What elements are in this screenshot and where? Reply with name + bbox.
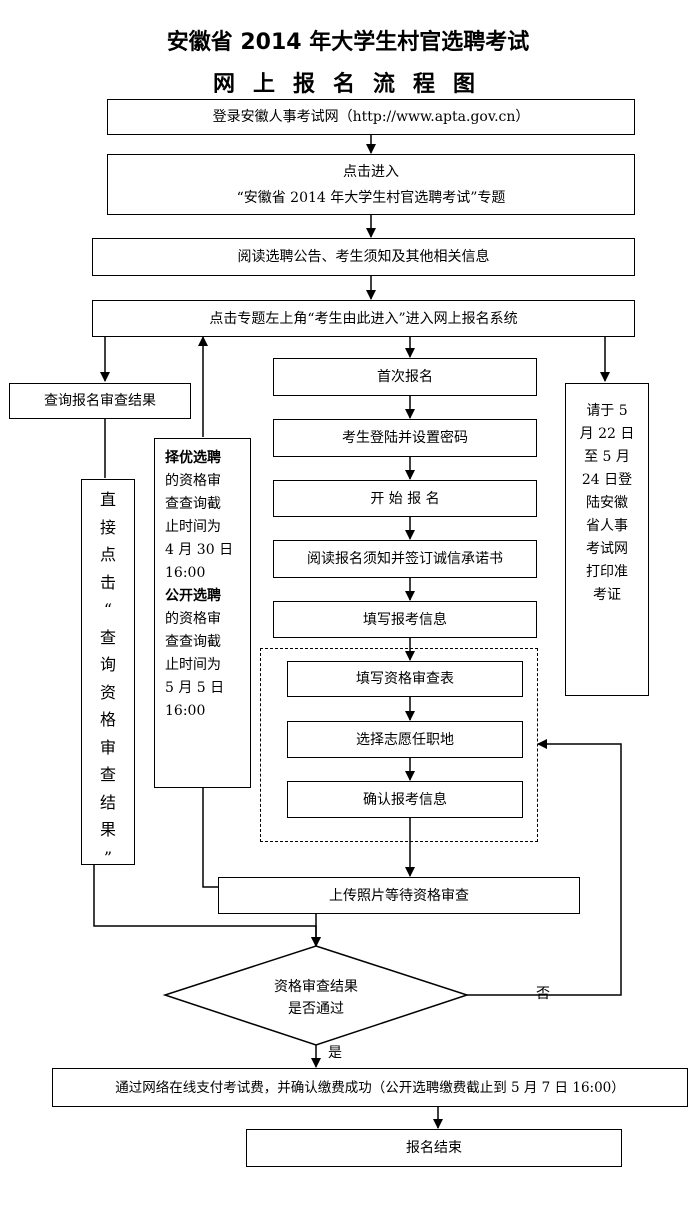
deadline-note-box: 择优选聘 的资格审 查查询截 止时间为 4 月 30 日 16:00 公开选聘 … — [154, 438, 251, 788]
deadline-note-line: 16:00 — [165, 565, 206, 581]
print-note-line: 陆安徽 — [586, 495, 628, 511]
step-choose-place-text: 选择志愿任职地 — [356, 731, 454, 748]
print-ticket-note: 请于 5 月 22 日 至 5 月 24 日登 陆安徽 省人事 考试网 打印准 … — [565, 383, 649, 696]
step-confirm-info: 确认报考信息 — [287, 781, 523, 818]
query-result-box: 查询报名审查结果 — [9, 383, 191, 419]
step-upload-photo-text: 上传照片等待资格审查 — [329, 887, 469, 904]
deadline-note-line: 的资格审 — [165, 611, 221, 627]
step-fill-form-text: 填写资格审查表 — [356, 671, 454, 687]
step-login: 登录安徽人事考试网（http://www.apta.gov.cn） — [107, 99, 635, 135]
step-click-enter: 点击进入 “安徽省 2014 年大学生村官选聘考试”专题 — [107, 154, 635, 215]
direct-click-char: 资 — [99, 682, 116, 702]
decision-text: 资格审查结果 是否通过 — [236, 976, 396, 1020]
title-line-2: 网上报名流程图 — [212, 72, 493, 97]
step-fill-info: 填写报考信息 — [273, 601, 537, 638]
step-first-register-text: 首次报名 — [377, 369, 433, 385]
direct-click-char: 点 — [99, 545, 116, 564]
step-pay: 通过网络在线支付考试费，并确认缴费成功（公开选聘缴费截止到 5 月 7 日 16… — [52, 1068, 688, 1107]
deadline-note-line: 的资格审 — [165, 473, 221, 489]
print-note-line: 月 22 日 — [579, 426, 635, 442]
direct-click-char: ” — [103, 847, 113, 867]
direct-click-char: 审 — [99, 737, 116, 757]
direct-click-char: “ — [103, 600, 113, 619]
step-confirm-info-text: 确认报考信息 — [363, 791, 447, 808]
print-note-line: 省人事 — [586, 518, 628, 534]
title-line-1: 安徽省 2014 年大学生村官选聘考试 — [166, 30, 530, 55]
step-enter-system-text: 点击专题左上角“考生由此进入”进入网上报名系统 — [209, 310, 518, 327]
direct-click-char: 直 — [99, 490, 116, 509]
deadline-note-line: 止时间为 — [165, 657, 221, 673]
deadline-note-heading-a: 择优选聘 — [165, 450, 221, 466]
deadline-note-line: 5 月 5 日 — [165, 680, 225, 696]
print-note-line: 考证 — [593, 587, 621, 603]
deadline-note-line: 4 月 30 日 — [165, 542, 234, 558]
step-read-notice-text: 阅读选聘公告、考生须知及其他相关信息 — [237, 249, 490, 265]
deadline-note-line: 16:00 — [165, 703, 206, 719]
step-start-register: 开 始 报 名 — [273, 480, 537, 517]
direct-click-char: 接 — [99, 517, 116, 537]
step-end-text: 报名结束 — [406, 1140, 462, 1156]
deadline-note-line: 止时间为 — [165, 519, 221, 535]
direct-click-char: 查 — [99, 765, 116, 784]
decision-line-1: 资格审查结果 — [274, 979, 358, 995]
step-login-password-text: 考生登陆并设置密码 — [342, 430, 468, 446]
query-result-text: 查询报名审查结果 — [44, 393, 156, 409]
print-note-line: 请于 5 — [586, 403, 628, 419]
step-read-sign: 阅读报名须知并签订诚信承诺书 — [273, 540, 537, 578]
step-start-register-text: 开 始 报 名 — [370, 490, 440, 507]
direct-click-char: 果 — [99, 820, 116, 839]
decision-diamond — [162, 945, 470, 1046]
print-note-line: 打印准 — [586, 564, 628, 580]
step-read-sign-text: 阅读报名须知并签订诚信承诺书 — [307, 551, 503, 567]
info-group-dashed — [260, 648, 538, 842]
arrow-no-branch — [467, 739, 622, 996]
print-note-line: 考试网 — [586, 541, 628, 557]
direct-click-box: 直 接 点 击 “ 查 询 资 格 审 查 结 果 ” — [81, 479, 135, 867]
step-fill-info-text: 填写报考信息 — [363, 611, 447, 628]
step-login-password: 考生登陆并设置密码 — [273, 419, 537, 457]
step-end: 报名结束 — [246, 1129, 622, 1167]
label-no: 否 — [536, 986, 550, 1002]
step-enter-system: 点击专题左上角“考生由此进入”进入网上报名系统 — [92, 300, 635, 337]
direct-click-char: 击 — [99, 572, 116, 592]
step-first-register: 首次报名 — [273, 358, 537, 396]
step-login-text: 登录安徽人事考试网（http://www.apta.gov.cn） — [212, 109, 530, 125]
deadline-note-line: 查查询截 — [165, 496, 221, 512]
direct-click-char: 结 — [99, 792, 116, 812]
direct-click-char: 询 — [99, 655, 116, 674]
step-fill-form: 填写资格审查表 — [287, 661, 523, 697]
line-upload-to-note — [202, 787, 218, 888]
print-note-line: 24 日登 — [581, 472, 633, 488]
step-pay-text: 通过网络在线支付考试费，并确认缴费成功（公开选聘缴费截止到 5 月 7 日 16… — [115, 1079, 625, 1096]
step-click-enter-line2: “安徽省 2014 年大学生村官选聘考试”专题 — [236, 189, 506, 206]
step-read-notice: 阅读选聘公告、考生须知及其他相关信息 — [92, 238, 635, 276]
direct-click-char: 格 — [99, 710, 116, 729]
label-yes: 是 — [328, 1045, 342, 1061]
deadline-note-heading-b: 公开选聘 — [165, 588, 221, 604]
step-click-enter-line1: 点击进入 — [343, 163, 399, 180]
direct-click-char: 查 — [99, 627, 116, 647]
step-upload-photo: 上传照片等待资格审查 — [218, 877, 580, 914]
print-note-line: 至 5 月 — [584, 449, 630, 465]
step-choose-place: 选择志愿任职地 — [287, 721, 523, 758]
decision-line-2: 是否通过 — [288, 1001, 344, 1017]
deadline-note-line: 查查询截 — [165, 634, 221, 650]
